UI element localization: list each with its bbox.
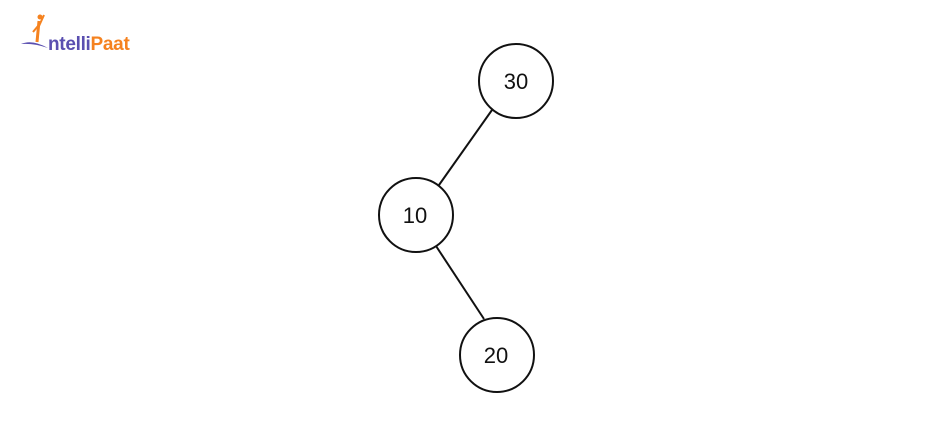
tree-node-20: 20	[459, 317, 535, 393]
tree-node-30: 30	[478, 43, 554, 119]
logo-text-paat: Paat	[90, 34, 130, 55]
node-label: 30	[504, 69, 528, 94]
edge-30-10	[438, 109, 493, 186]
logo-text-intelli: ntelli	[48, 34, 91, 55]
tree-node-10: 10	[378, 177, 454, 253]
edge-10-20	[435, 245, 485, 320]
node-label: 20	[484, 343, 508, 368]
node-label: 10	[403, 203, 427, 228]
logo-figure-icon	[21, 14, 48, 48]
